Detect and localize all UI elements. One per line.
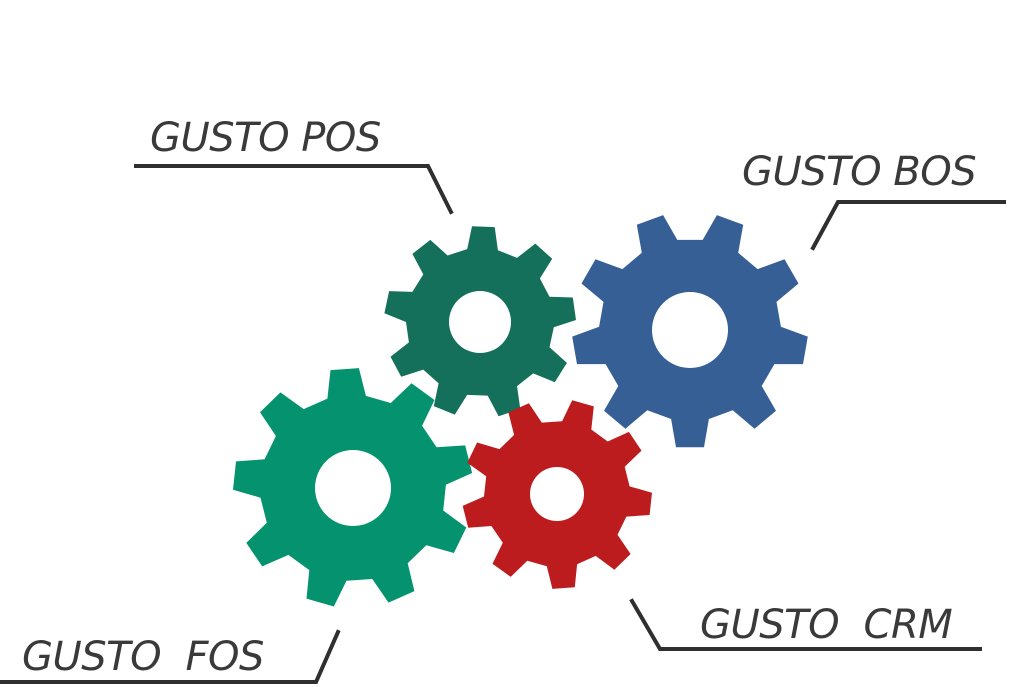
gear-fos [233,368,473,607]
label-gusto-crm: GUSTO CRM [700,602,953,648]
label-gusto-bos: GUSTO BOS [742,149,977,195]
leader-line-crm [629,598,982,651]
label-gusto-pos: GUSTO POS [150,115,381,161]
leader-line-fos [0,629,341,684]
label-gusto-fos: GUSTO FOS [22,634,264,680]
leader-line-bos [810,200,1006,251]
gear-bos [572,215,808,448]
leader-line-pos [134,164,454,215]
gear-pos [384,226,576,417]
gear-crm [462,400,652,589]
